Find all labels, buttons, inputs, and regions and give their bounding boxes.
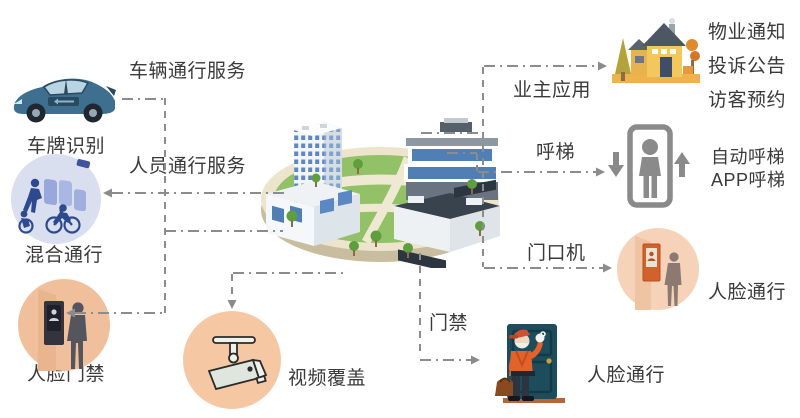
owner-feature-item: 投诉公告	[708, 56, 787, 77]
arrow-mixed-pass	[103, 188, 112, 198]
label-vehicle-service: 车辆通行服务	[129, 61, 247, 82]
label-call-elevator: 呼梯	[536, 142, 576, 163]
label-video-coverage: 视频覆盖	[288, 368, 367, 389]
owner-feature-item: 物业通知	[708, 22, 787, 43]
label-door-station-result: 人脸通行	[708, 282, 787, 303]
elevator-feature-item: APP呼梯	[711, 170, 786, 190]
cctv-camera-icon	[183, 311, 281, 409]
label-owner-app: 业主应用	[513, 80, 592, 101]
label-mixed-pass: 混合通行	[25, 245, 104, 266]
label-access-control: 门禁	[429, 313, 469, 334]
arrow-camera	[227, 300, 237, 309]
car-icon	[8, 66, 122, 130]
elevator-icon	[604, 124, 694, 208]
mixed-pass-icon	[11, 154, 101, 244]
label-plate-recognition: 车牌识别	[27, 136, 106, 157]
label-door-station: 门口机	[527, 243, 586, 264]
label-access-control-result: 人脸通行	[587, 365, 666, 386]
label-person-service: 人员通行服务	[129, 156, 247, 177]
door-station-icon	[617, 228, 699, 310]
elevator-feature-item: 自动呼梯	[711, 147, 785, 167]
face-access-panel-icon	[18, 279, 110, 371]
owner-feature-item: 访客预约	[708, 90, 787, 111]
city-illustration	[258, 86, 504, 268]
delivery-man-door-illustration	[467, 314, 581, 406]
house-icon	[609, 12, 703, 90]
elevator-feature-list: 自动呼梯 APP呼梯	[711, 146, 786, 192]
owner-feature-list: 物业通知 投诉公告 访客预约	[708, 16, 786, 118]
arrow-door-station	[603, 263, 612, 273]
arrow-owner-app	[598, 61, 607, 71]
